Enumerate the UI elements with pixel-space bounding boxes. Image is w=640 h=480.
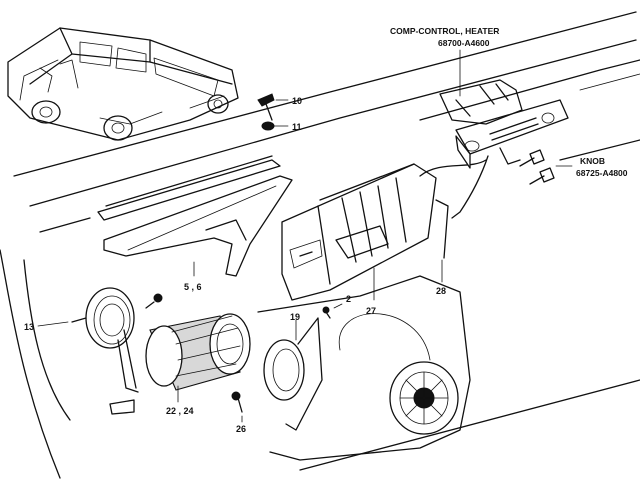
callout-13: 13 <box>24 322 34 332</box>
callout-10: 10 <box>292 96 302 106</box>
callout-27: 27 <box>366 306 376 316</box>
ring-clamp-19 <box>263 317 323 431</box>
duct-hose <box>145 313 251 391</box>
screw-2 <box>322 306 331 319</box>
heater-unit <box>281 159 487 301</box>
callout-19: 19 <box>290 312 300 322</box>
defroster-nozzle <box>103 175 293 277</box>
dashboard-outline <box>0 11 640 479</box>
wagon-thumbnail <box>7 27 239 141</box>
lower-cover <box>257 275 471 461</box>
comp-control-number: 68700-A4600 <box>438 38 490 48</box>
screw-10 <box>257 93 275 121</box>
comp-control-name: COMP-CONTROL, HEATER <box>390 26 499 36</box>
control-head <box>439 79 569 219</box>
leader-lines <box>37 49 573 423</box>
callout-28: 28 <box>436 286 446 296</box>
knobs <box>519 149 555 185</box>
callout-26: 26 <box>236 424 246 434</box>
screw-26 <box>231 391 243 413</box>
callout-2: 2 <box>346 294 351 304</box>
knob-number: 68725-A4800 <box>576 168 628 178</box>
callout-11: 11 <box>292 122 302 132</box>
support-bracket <box>109 329 139 415</box>
screw-near-ring <box>145 293 163 309</box>
callout-22-24: 22 , 24 <box>166 406 194 416</box>
knob-name: KNOB <box>580 156 605 166</box>
side-vent-ring <box>71 287 135 349</box>
callout-5-6: 5 , 6 <box>184 282 202 292</box>
screw-11 <box>261 121 275 131</box>
